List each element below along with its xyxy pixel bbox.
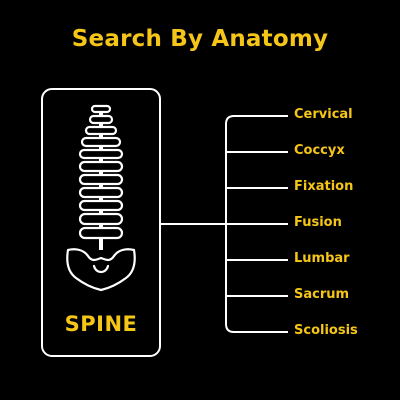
anatomy-item-fixation[interactable]: Fixation bbox=[294, 179, 354, 194]
spine-card[interactable]: SPINE bbox=[41, 88, 161, 357]
spine-icon bbox=[66, 104, 136, 292]
anatomy-item-sacrum[interactable]: Sacrum bbox=[294, 287, 350, 302]
anatomy-item-cervical[interactable]: Cervical bbox=[294, 107, 353, 122]
anatomy-item-scoliosis[interactable]: Scoliosis bbox=[294, 323, 358, 338]
card-label: SPINE bbox=[64, 312, 138, 336]
anatomy-item-fusion[interactable]: Fusion bbox=[294, 215, 342, 230]
page-title: Search By Anatomy bbox=[71, 26, 329, 52]
anatomy-item-lumbar[interactable]: Lumbar bbox=[294, 251, 350, 266]
anatomy-item-coccyx[interactable]: Coccyx bbox=[294, 143, 345, 158]
